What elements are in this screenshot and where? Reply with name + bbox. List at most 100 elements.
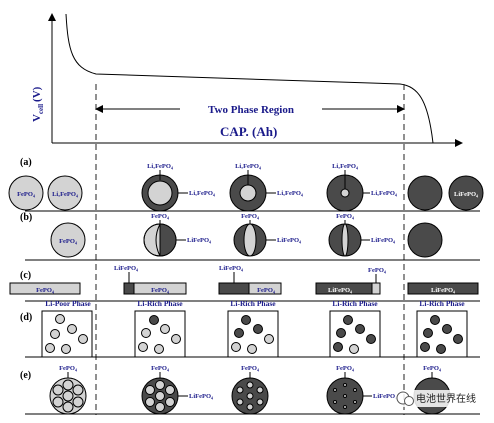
particle-b1 — [50, 222, 86, 258]
particle-a1-label: FePO₄ — [17, 191, 35, 198]
row-a: FePO₄ LiₓFePO₄ LiₓFePO₄ LiₓFePO₄ LiₓFePO… — [8, 163, 484, 212]
row-label-a: (a) — [20, 157, 32, 168]
particle-a3-core-label: LiₓFePO₄ — [147, 163, 173, 170]
row-label-e: (e) — [20, 370, 31, 381]
particle-b3-fepo4-phase — [243, 224, 257, 256]
grain-e2 — [155, 402, 165, 412]
particle-d3 — [247, 344, 257, 354]
particle-a1 — [8, 175, 44, 211]
bar-c2-label: FePO₄ — [151, 287, 169, 294]
particle-d5 — [430, 315, 440, 325]
particle-a7 — [448, 175, 484, 211]
particle-e2-top-label: FePO₄ — [151, 365, 169, 372]
particle-a3-shell-label: LiₓFePO₄ — [189, 190, 215, 197]
particle-d5 — [453, 334, 463, 344]
bar-c5-label: LiFePO₄ — [431, 287, 455, 294]
bar-c4-fepo4 — [371, 282, 381, 295]
grain-e3 — [246, 381, 254, 389]
particle-b4-side-label: LiFePO₄ — [371, 237, 395, 244]
box-d3-label: Li-Rich Phase — [230, 299, 276, 308]
bar-c1-label: FePO₄ — [36, 287, 54, 294]
particle-a2 — [47, 175, 83, 211]
box-d1-label: Li-Poor Phase — [45, 299, 91, 308]
grain-e2 — [145, 385, 155, 395]
row-label-c: (c) — [20, 270, 31, 281]
watermark: 电池世界在线 — [395, 390, 487, 407]
grain-e4 — [353, 388, 357, 392]
particle-e3-top-label: FePO₄ — [241, 365, 259, 372]
grain-e1 — [62, 401, 74, 413]
particle-e4-side-label: LiFePO₄ — [373, 393, 397, 400]
y-axis-label: Vcell(V) — [31, 86, 45, 122]
bar-c4-top-label: FePO₄ — [368, 267, 386, 274]
particle-b2-side-label: LiFePO₄ — [187, 237, 211, 244]
grain-e2 — [155, 391, 165, 401]
particle-d1 — [55, 314, 65, 324]
particle-d4 — [349, 344, 359, 354]
grain-e1 — [62, 390, 74, 402]
particle-d5 — [423, 328, 433, 338]
particle-d2 — [171, 334, 181, 344]
particle-d4 — [366, 334, 376, 344]
bar-c3-label: FePO₄ — [257, 287, 275, 294]
particle-d4 — [333, 342, 343, 352]
bar-c3-lifepo4 — [218, 282, 250, 295]
particle-d4 — [336, 328, 346, 338]
box-d5-label: Li-Rich Phase — [419, 299, 465, 308]
particle-e4-top-label: FePO₄ — [336, 365, 354, 372]
grain-e1 — [52, 384, 64, 396]
bar-c1 — [9, 282, 81, 295]
particle-b2-top-label: FePO₄ — [151, 213, 169, 220]
particle-d4 — [355, 324, 365, 334]
particle-b4-top-label: FePO₄ — [336, 213, 354, 220]
particle-a5-core — [340, 188, 350, 198]
particle-d2 — [160, 324, 170, 334]
particle-b5 — [407, 222, 443, 258]
bar-c3-top-label: LiFePO₄ — [219, 265, 243, 272]
particle-b4-fepo4-phase — [341, 224, 349, 256]
x-axis-label: CAP. (Ah) — [220, 124, 277, 139]
grain-e4 — [333, 388, 337, 392]
box-d2-label: Li-Rich Phase — [137, 299, 183, 308]
grain-e3 — [246, 403, 254, 411]
particle-a4-core-label: LiₓFePO₄ — [235, 163, 261, 170]
bar-c5 — [407, 282, 479, 295]
particle-a7-label: LiFePO₄ — [454, 191, 478, 198]
particle-e1-label: FePO₄ — [59, 365, 77, 372]
grain-e2 — [155, 380, 165, 390]
particle-d1 — [45, 343, 55, 353]
particle-d3 — [241, 315, 251, 325]
particle-d1 — [61, 344, 71, 354]
box-d4-label: Li-Rich Phase — [332, 299, 378, 308]
grain-e3 — [256, 386, 264, 394]
particle-e2-side-label: LiFePO₄ — [189, 393, 213, 400]
grain-e4 — [333, 400, 337, 404]
grain-e3 — [256, 398, 264, 406]
row-e: FePO₄ FePO₄ LiFePO₄ FePO₄ FePO₄ — [25, 365, 480, 415]
particle-d5 — [436, 344, 446, 354]
grain-e4 — [343, 394, 347, 398]
particle-d3 — [264, 334, 274, 344]
row-d: Li-Poor Phase Li-Rich Phase Li-Rich Phas… — [25, 299, 480, 358]
particle-b3-top-label: FePO₄ — [241, 213, 259, 220]
bar-c4-label: LiFePO₄ — [328, 287, 352, 294]
grain-e4 — [343, 383, 347, 387]
particle-a4-core — [239, 184, 257, 202]
grain-e3 — [236, 386, 244, 394]
particle-b1-label: FePO₄ — [59, 238, 77, 245]
particle-a2-label: LiₓFePO₄ — [52, 191, 78, 198]
particle-d2 — [154, 344, 164, 354]
particle-d1 — [78, 334, 88, 344]
grain-e2 — [165, 397, 175, 407]
grain-e1 — [72, 384, 84, 396]
grain-e4 — [343, 405, 347, 409]
particle-d2 — [138, 342, 148, 352]
grain-e3 — [236, 398, 244, 406]
particle-a5-core-label: LiₓFePO₄ — [332, 163, 358, 170]
grain-e1 — [62, 379, 74, 391]
grain-e4 — [353, 400, 357, 404]
voltage-plot: Vcell(V) CAP. (Ah) Two Phase Region — [31, 13, 463, 147]
particle-a3-core — [147, 180, 173, 206]
particle-a4-shell-label: LiₓFePO₄ — [277, 190, 303, 197]
voltage-curve — [65, 13, 434, 144]
